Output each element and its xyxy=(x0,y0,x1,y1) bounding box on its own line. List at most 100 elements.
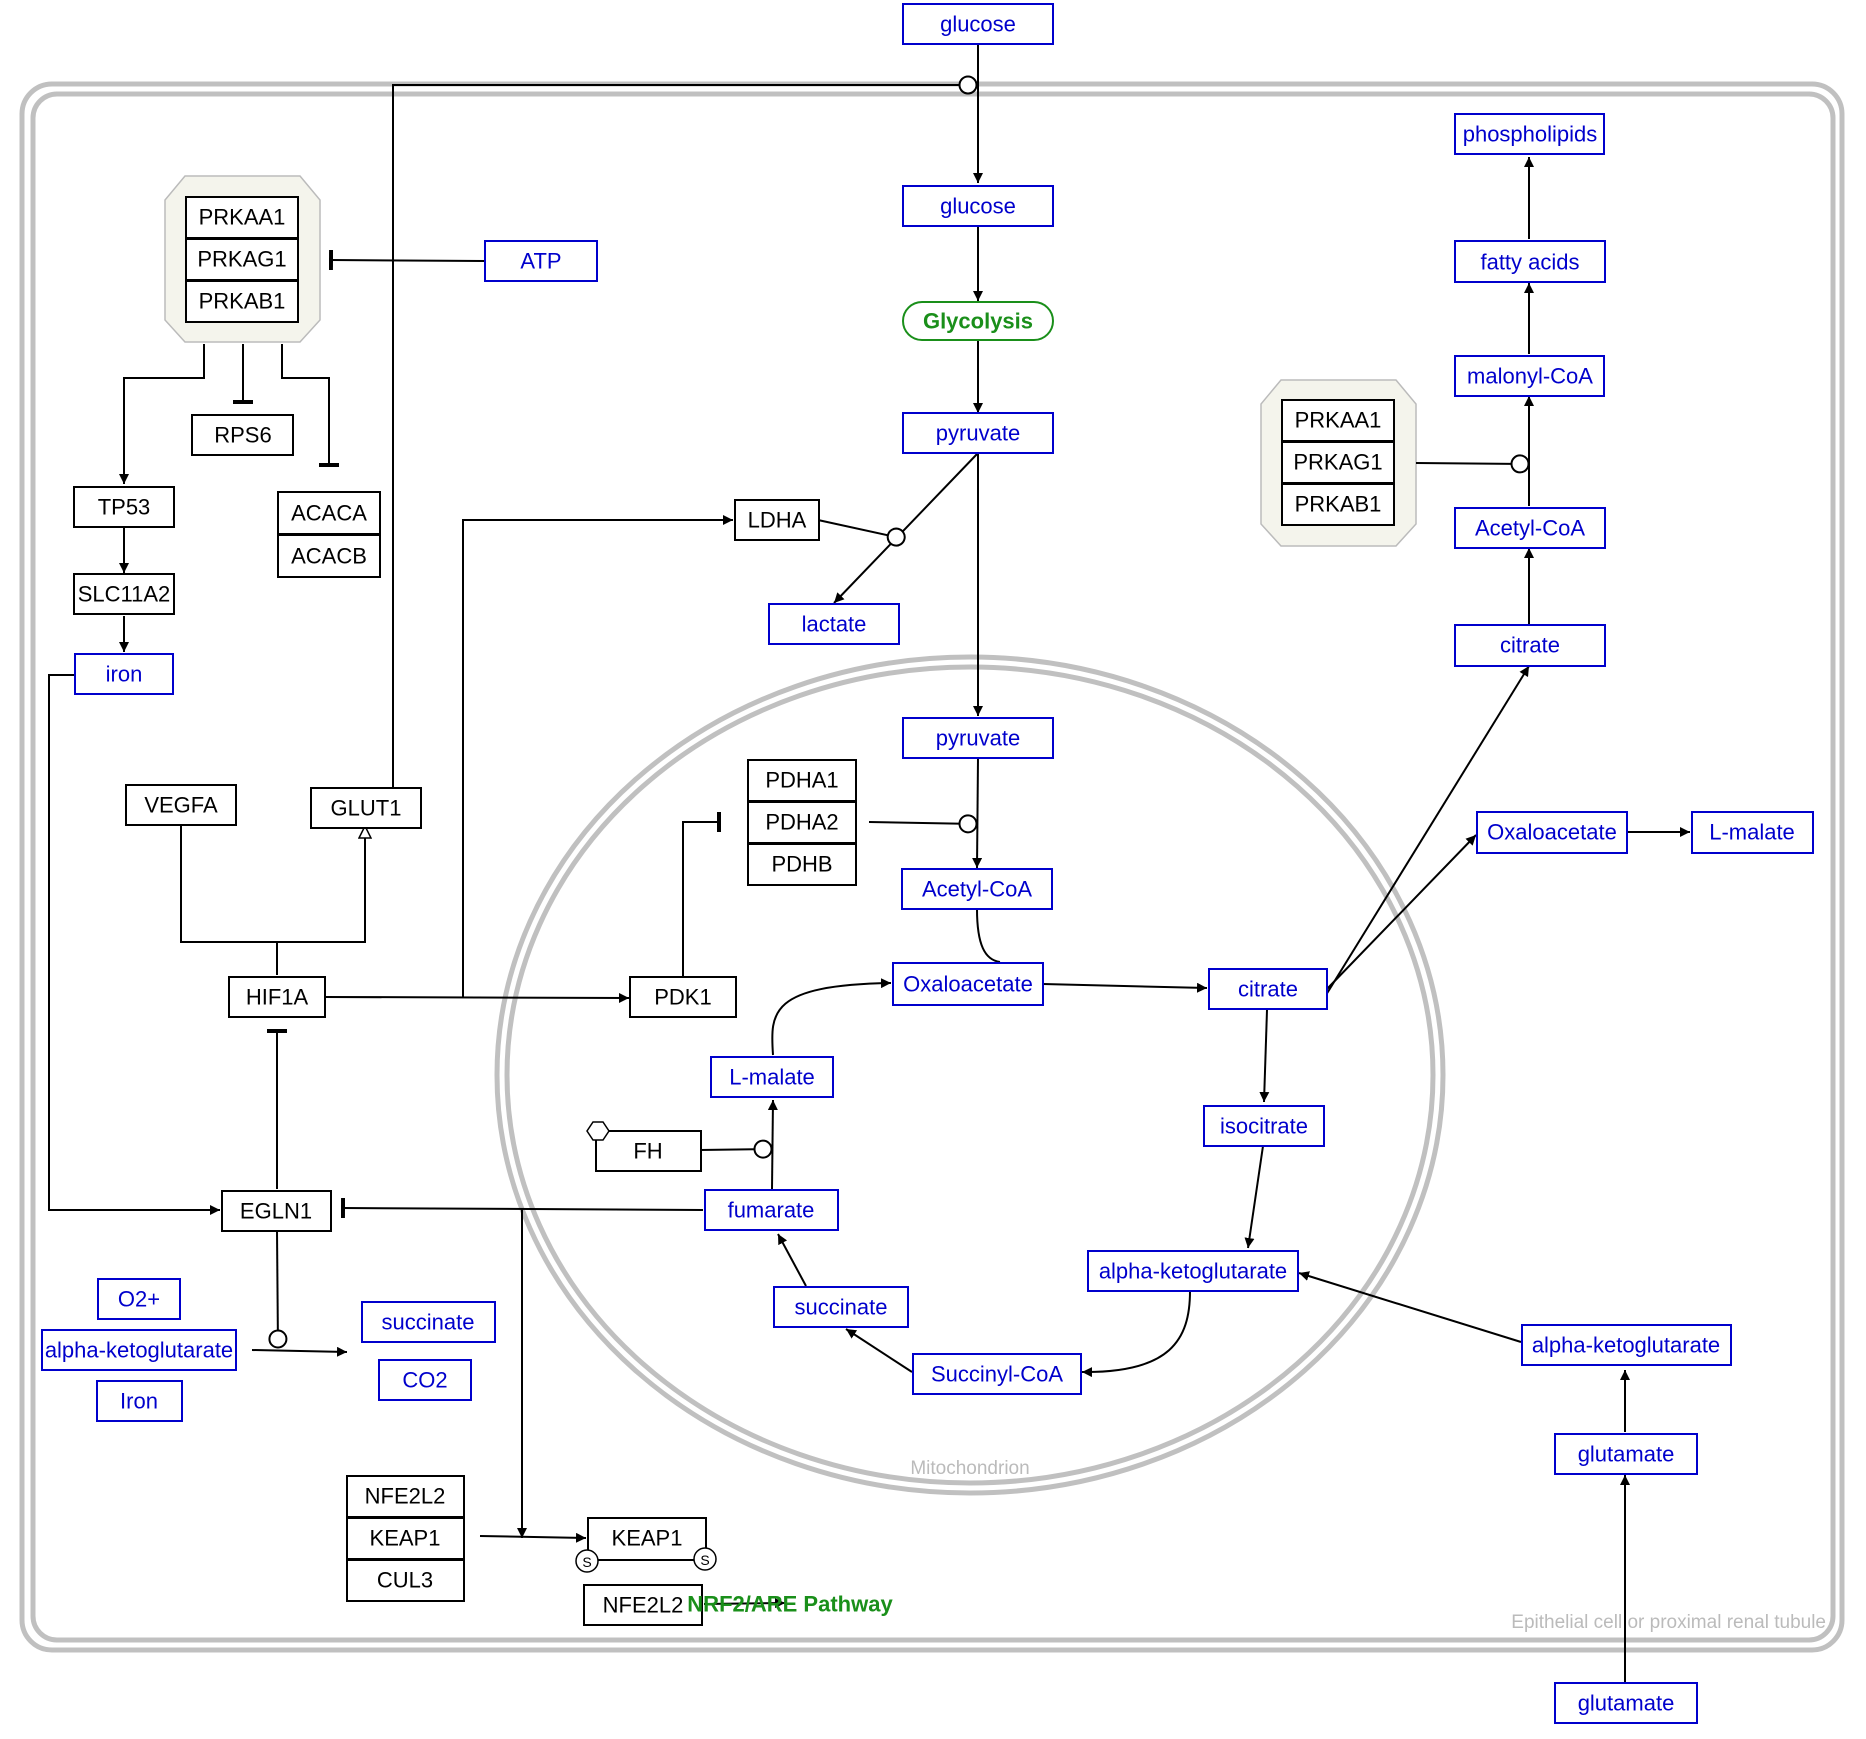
gene-fh[interactable]: FH xyxy=(586,1121,702,1172)
metabolite-label: isocitrate xyxy=(1220,1114,1308,1139)
mitochondrion-label: Mitochondrion xyxy=(910,1458,1029,1479)
metabolite-glutamate-extracellular[interactable]: glutamate xyxy=(1554,1682,1698,1724)
gene-egln1[interactable]: EGLN1 xyxy=(221,1190,332,1232)
gene-pdhb[interactable]: PDHB xyxy=(747,843,857,886)
metabolite-alpha-ketoglutarate-mito[interactable]: alpha-ketoglutarate xyxy=(1087,1250,1299,1292)
gene-prkab1-right[interactable]: PRKAB1 xyxy=(1281,483,1395,526)
gene-label: EGLN1 xyxy=(240,1199,312,1224)
pathway-glycolysis[interactable]: Glycolysis xyxy=(902,301,1054,341)
metabolite-iron-upper[interactable]: Iron xyxy=(96,1380,183,1422)
pathway-nrf2-are[interactable]: NRF2/ARE Pathway xyxy=(687,1592,893,1617)
metabolite-citrate-cytosol[interactable]: citrate xyxy=(1454,624,1606,667)
gene-prkaa1-left[interactable]: PRKAA1 xyxy=(185,196,299,239)
gene-label: KEAP1 xyxy=(370,1526,441,1551)
gene-vegfa[interactable]: VEGFA xyxy=(125,784,237,826)
metabolite-succinyl-coa[interactable]: Succinyl-CoA xyxy=(912,1353,1082,1395)
gene-slc11a2[interactable]: SLC11A2 xyxy=(73,573,175,615)
metabolite-glucose-extracellular[interactable]: glucose xyxy=(902,3,1054,45)
metabolite-lactate[interactable]: lactate xyxy=(768,603,900,645)
metabolite-label: ATP xyxy=(520,249,561,274)
gene-prkag1-left[interactable]: PRKAG1 xyxy=(185,238,299,281)
gene-nfe2l2[interactable]: NFE2L2 xyxy=(583,1584,703,1626)
gene-label: PDK1 xyxy=(654,985,711,1010)
metabolite-citrate-mito[interactable]: citrate xyxy=(1208,968,1328,1010)
metabolite-malonyl-coa[interactable]: malonyl-CoA xyxy=(1454,355,1605,397)
gene-glut1[interactable]: GLUT1 xyxy=(310,787,422,829)
gene-prkag1-right[interactable]: PRKAG1 xyxy=(1281,441,1395,484)
gene-label: PRKAG1 xyxy=(197,247,286,272)
metabolite-succinate-mito[interactable]: succinate xyxy=(773,1286,909,1328)
metabolite-fatty-acids[interactable]: fatty acids xyxy=(1454,240,1606,283)
metabolite-l-malate-mito[interactable]: L-malate xyxy=(710,1056,834,1098)
metabolite-oxaloacetate-cytosol[interactable]: Oxaloacetate xyxy=(1476,811,1628,854)
metabolite-l-malate-cytosol[interactable]: L-malate xyxy=(1691,811,1814,854)
metabolite-acetyl-coa-cytosol[interactable]: Acetyl-CoA xyxy=(1454,507,1606,549)
gene-label: ACACA xyxy=(291,501,367,526)
metabolite-label: glutamate xyxy=(1578,1691,1675,1716)
modification-hexagon-icon xyxy=(586,1121,610,1141)
metabolite-pyruvate-mito[interactable]: pyruvate xyxy=(902,717,1054,759)
metabolite-label: citrate xyxy=(1238,977,1298,1002)
gene-ldha[interactable]: LDHA xyxy=(734,499,820,541)
gene-acaca[interactable]: ACACA xyxy=(277,491,381,535)
metabolite-label: malonyl-CoA xyxy=(1467,364,1593,389)
metabolite-label: alpha-ketoglutarate xyxy=(45,1338,233,1363)
gene-pdha1[interactable]: PDHA1 xyxy=(747,759,857,802)
metabolite-glutamate[interactable]: glutamate xyxy=(1554,1433,1698,1475)
gene-label: PDHB xyxy=(771,852,832,877)
metabolite-iron[interactable]: iron xyxy=(74,653,174,695)
metabolite-label: fumarate xyxy=(728,1198,815,1223)
metabolite-label: glucose xyxy=(940,12,1016,37)
metabolite-label: L-malate xyxy=(1709,820,1795,845)
gene-pdk1[interactable]: PDK1 xyxy=(629,976,737,1018)
gene-acacb[interactable]: ACACB xyxy=(277,534,381,578)
metabolite-label: Iron xyxy=(120,1389,158,1414)
gene-keap1[interactable]: KEAP1 S S xyxy=(575,1517,717,1573)
metabolite-oxaloacetate-mito[interactable]: Oxaloacetate xyxy=(892,962,1044,1006)
cell-compartment-label: Epithelial cell or proximal renal tubule xyxy=(1511,1612,1826,1633)
mitochondrion: Mitochondrion xyxy=(494,654,1446,1496)
pathway-label: NRF2/ARE Pathway xyxy=(687,1592,893,1617)
metabolite-acetyl-coa-mito[interactable]: Acetyl-CoA xyxy=(901,868,1053,910)
gene-label: LDHA xyxy=(748,508,807,533)
gene-label: NFE2L2 xyxy=(603,1593,684,1618)
metabolite-isocitrate[interactable]: isocitrate xyxy=(1203,1105,1325,1147)
pathway-label: Glycolysis xyxy=(923,309,1033,334)
gene-prkab1-left[interactable]: PRKAB1 xyxy=(185,280,299,323)
gene-label: PRKAG1 xyxy=(1293,450,1382,475)
metabolite-succinate-left[interactable]: succinate xyxy=(361,1301,496,1343)
gene-hif1a[interactable]: HIF1A xyxy=(228,976,326,1018)
metabolite-pyruvate-cytosol[interactable]: pyruvate xyxy=(902,412,1054,454)
metabolite-label: succinate xyxy=(795,1295,888,1320)
sumo-mark-left xyxy=(575,1549,599,1573)
metabolite-label: Oxaloacetate xyxy=(1487,820,1617,845)
metabolite-label: succinate xyxy=(382,1310,475,1335)
gene-cul3[interactable]: CUL3 xyxy=(346,1559,465,1602)
metabolite-o2[interactable]: O2+ xyxy=(97,1278,181,1320)
gene-prkaa1-right[interactable]: PRKAA1 xyxy=(1281,399,1395,442)
gene-label: PRKAA1 xyxy=(199,205,286,230)
gene-tp53[interactable]: TP53 xyxy=(73,486,175,528)
metabolite-fumarate[interactable]: fumarate xyxy=(704,1189,839,1231)
gene-keap1-complex[interactable]: KEAP1 xyxy=(346,1517,465,1560)
metabolite-phospholipids[interactable]: phospholipids xyxy=(1454,113,1605,155)
metabolite-alpha-ketoglutarate-left[interactable]: alpha-ketoglutarate xyxy=(41,1329,237,1371)
metabolite-label: glutamate xyxy=(1578,1442,1675,1467)
metabolite-atp[interactable]: ATP xyxy=(484,240,598,282)
metabolite-label: pyruvate xyxy=(936,421,1020,446)
gene-rps6[interactable]: RPS6 xyxy=(191,414,294,456)
metabolite-co2[interactable]: CO2 xyxy=(378,1359,472,1401)
metabolite-label: citrate xyxy=(1500,633,1560,658)
metabolite-label: lactate xyxy=(802,612,867,637)
sumo-mark-right-label: S xyxy=(700,1552,709,1568)
metabolite-label: L-malate xyxy=(729,1065,815,1090)
gene-nfe2l2-complex[interactable]: NFE2L2 xyxy=(346,1475,465,1518)
gene-label: PRKAA1 xyxy=(1295,408,1382,433)
gene-label: VEGFA xyxy=(144,793,218,818)
gene-label: NFE2L2 xyxy=(365,1484,446,1509)
metabolite-alpha-ketoglutarate-right[interactable]: alpha-ketoglutarate xyxy=(1521,1324,1732,1366)
gene-label: ACACB xyxy=(291,544,367,569)
metabolite-glucose[interactable]: glucose xyxy=(902,185,1054,227)
gene-pdha2[interactable]: PDHA2 xyxy=(747,801,857,844)
